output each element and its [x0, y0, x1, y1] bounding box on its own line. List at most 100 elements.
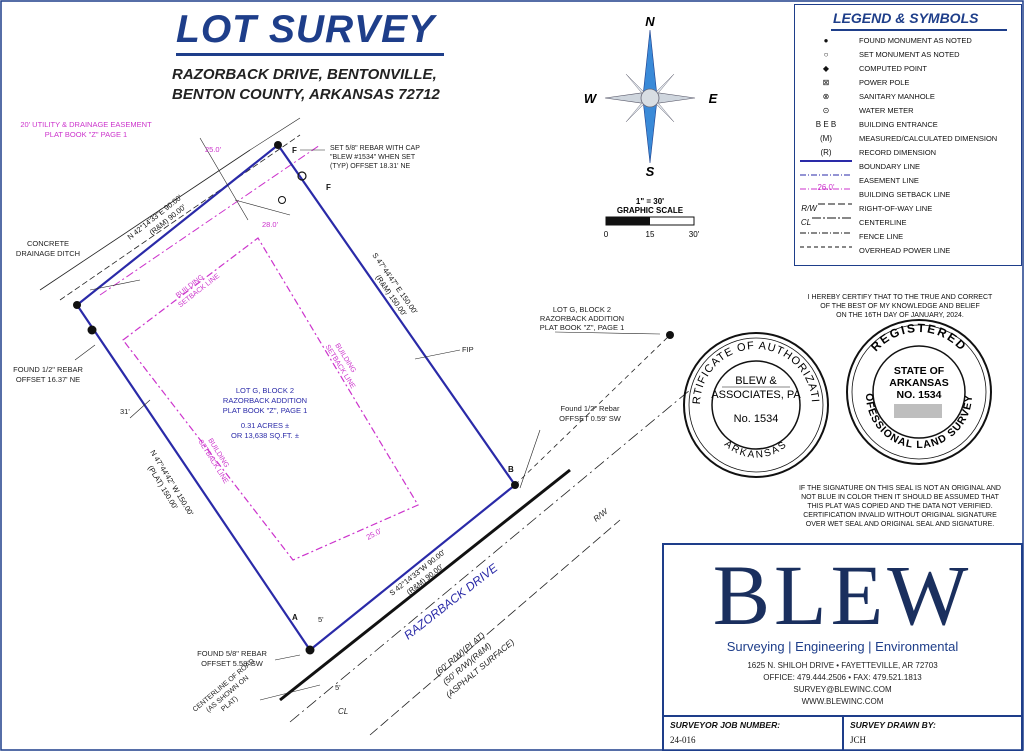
warning-line: NOT BLUE IN COLOR THEN IT SHOULD BE ASSU…	[801, 494, 999, 501]
legend-symbol: 26.0'	[817, 183, 835, 192]
found-ne-1: FOUND 1/2" REBAR	[13, 365, 83, 374]
job-number-label: SURVEYOR JOB NUMBER:	[670, 720, 781, 730]
legend-label: EASEMENT LINE	[859, 176, 919, 185]
legend-label: COMPUTED POINT	[859, 64, 927, 73]
graphic-scale: 1" = 30' GRAPHIC SCALE 0 15 30'	[604, 197, 700, 239]
rw-label: R/W	[592, 506, 611, 524]
easement-note-1: 20' UTILITY & DRAINAGE EASEMENT	[20, 120, 152, 129]
scale-tick-0: 0	[604, 230, 609, 239]
compass-south-point	[642, 97, 658, 164]
seal-right-outer2	[851, 324, 987, 460]
dim-31-leader	[129, 399, 151, 419]
found-rebar-sw	[666, 331, 674, 339]
found-58-2: OFFSET 5.58' SW	[201, 659, 264, 668]
lot-ref-leader	[554, 331, 661, 335]
compass-n: N	[645, 14, 655, 29]
seal-right-ring-top: REGISTERED	[868, 321, 970, 354]
monument-nw	[73, 301, 81, 309]
seal-right-inner-3: NO. 1534	[897, 389, 942, 401]
legend-item: ◆COMPUTED POINT	[795, 62, 1021, 75]
company-services: Surveying | Engineering | Environmental	[726, 639, 959, 654]
legend-title-rule	[831, 29, 1007, 31]
legend-item: (M) MEASURED/CALCULATED DIMENSION	[795, 132, 1021, 145]
dim-25-top: 25.0'	[205, 145, 222, 154]
title-underline	[176, 53, 444, 56]
address-line-1: RAZORBACK DRIVE, BENTONVILLE,	[172, 66, 437, 83]
drawn-by-cell: SURVEY DRAWN BY: JCH	[844, 717, 1021, 751]
north-arrow: N E S W	[584, 14, 718, 179]
seal-left-outer2	[688, 337, 824, 473]
legend-symbol: ○	[823, 50, 829, 59]
found-rebar-ne	[87, 325, 97, 335]
legend-item: EASEMENT LINE	[795, 174, 1021, 187]
fip-label: FIP	[462, 345, 474, 354]
legend-symbol: ⊠	[822, 78, 830, 87]
lot-label-3: PLAT BOOK "Z", PAGE 1	[223, 406, 308, 415]
right-of-way-line	[369, 519, 621, 736]
page-title: LOT SURVEY	[176, 8, 436, 51]
point-b: B	[508, 465, 514, 474]
warning-line: THIS PLAT WAS COPIED AND THE DATA NOT VE…	[807, 503, 993, 510]
dim-25-bottom: 25.0'	[365, 526, 384, 542]
lot-label-1: LOT G, BLOCK 2	[236, 386, 294, 395]
rebar-set-2: "BLEW #1534" WHEN SET	[330, 154, 416, 161]
monument-f	[274, 141, 282, 149]
job-number-cell: SURVEYOR JOB NUMBER: 24-016	[664, 717, 844, 751]
point-f: F	[292, 146, 297, 155]
legend-item: ⊗SANITARY MANHOLE	[795, 90, 1021, 103]
dim-5b: 5'	[335, 683, 341, 692]
legend-symbol: (M)	[820, 134, 832, 143]
legend-label: OVERHEAD POWER LINE	[859, 246, 951, 255]
cl-label: CL	[338, 707, 348, 716]
legend-item: FENCE LINE	[795, 230, 1021, 243]
company-address: 1625 N. SHILOH DRIVE • FAYETTEVILLE, AR …	[747, 661, 938, 670]
legend-item: ●FOUND MONUMENT AS NOTED	[795, 34, 1021, 47]
legend-symbol: B E B	[815, 120, 837, 129]
legend-item: ⊙WATER METER	[795, 104, 1021, 117]
legend-item: (R)RECORD DIMENSION	[795, 146, 1021, 159]
legend-symbol: R/W	[801, 204, 817, 213]
lot-ref-3: PLAT BOOK "Z", PAGE 1	[540, 323, 625, 332]
setback-label-left: BUILDING SETBACK LINE	[197, 437, 230, 485]
seal-right-inner-1: STATE OF	[894, 365, 945, 377]
monument-b	[511, 481, 519, 489]
company-web: WWW.BLEWINC.COM	[801, 697, 884, 706]
setback-label-right: BUILDING SETBACK LINE	[324, 342, 357, 390]
point-f2: F	[326, 183, 331, 192]
legend-item: BOUNDARY LINE	[795, 160, 1021, 173]
compass-e: E	[709, 91, 718, 106]
found-sw-1: Found 1/2" Rebar	[561, 404, 620, 413]
compass-north-point	[642, 29, 658, 99]
lot-label-4: 0.31 ACRES ±	[241, 421, 289, 430]
found-ne-leader	[74, 344, 96, 361]
seal-left-outer	[683, 332, 829, 478]
legend-label: RECORD DIMENSION	[859, 148, 937, 157]
legend-symbol: CL	[800, 218, 812, 227]
found-58-1: FOUND 5/8" REBAR	[197, 649, 267, 658]
seal-left-ring-top: CERTIFICATE OF AUTHORIZATION	[0, 0, 821, 405]
rebar-set-3: (TYP) OFFSET 18.31' NE	[330, 163, 411, 170]
seal-warning: IF THE SIGNATURE ON THIS SEAL IS NOT AN …	[780, 484, 1020, 529]
company-logo: BLEW	[712, 547, 973, 643]
centerline-leader	[259, 684, 321, 701]
job-number-value: 24-016	[670, 735, 696, 745]
ditch-label-2: DRAINAGE DITCH	[16, 249, 80, 258]
easement-line	[99, 144, 321, 296]
seal-right-inner-2: ARKANSAS	[889, 377, 949, 389]
legend-label: SET MONUMENT AS NOTED	[859, 50, 960, 59]
scale-label: GRAPHIC SCALE	[617, 206, 684, 215]
found-sw-2: OFFSET 0.59' SW	[559, 414, 622, 423]
dim-guide-28	[234, 199, 291, 216]
warning-line: CERTIFICATION INVALID WITHOUT ORIGINAL S…	[803, 512, 997, 519]
legend-label: MEASURED/CALCULATED DIMENSION	[859, 134, 998, 143]
lot-label-5: OR 13,638 SQ.FT. ±	[231, 431, 299, 440]
ditch-label-1: CONCRETE	[27, 239, 69, 248]
easement-ditch-line	[59, 134, 301, 301]
title-block-footer: SURVEYOR JOB NUMBER: 24-016 SURVEY DRAWN…	[664, 715, 1021, 751]
